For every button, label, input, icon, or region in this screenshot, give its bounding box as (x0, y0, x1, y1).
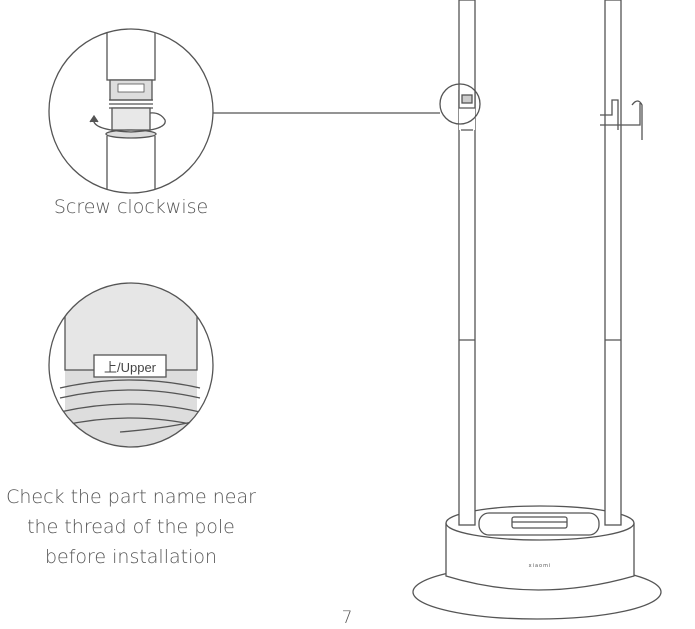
stand: xiaomi (412, 0, 662, 620)
screw-caption: Screw clockwise (53, 196, 209, 218)
check-caption-line: Check the part name near (6, 486, 256, 508)
check-caption-line: before installation (44, 546, 218, 568)
check-caption-line: the thread of the pole (27, 516, 235, 538)
page-number: 7 (341, 608, 353, 628)
part-tag-label: 上/Upper (104, 360, 157, 375)
thread-detail: 上/Upper (48, 282, 214, 448)
check-caption: Check the part name near the thread of t… (0, 482, 262, 572)
screw-detail (48, 28, 440, 194)
brand-logo: xiaomi (529, 563, 552, 569)
